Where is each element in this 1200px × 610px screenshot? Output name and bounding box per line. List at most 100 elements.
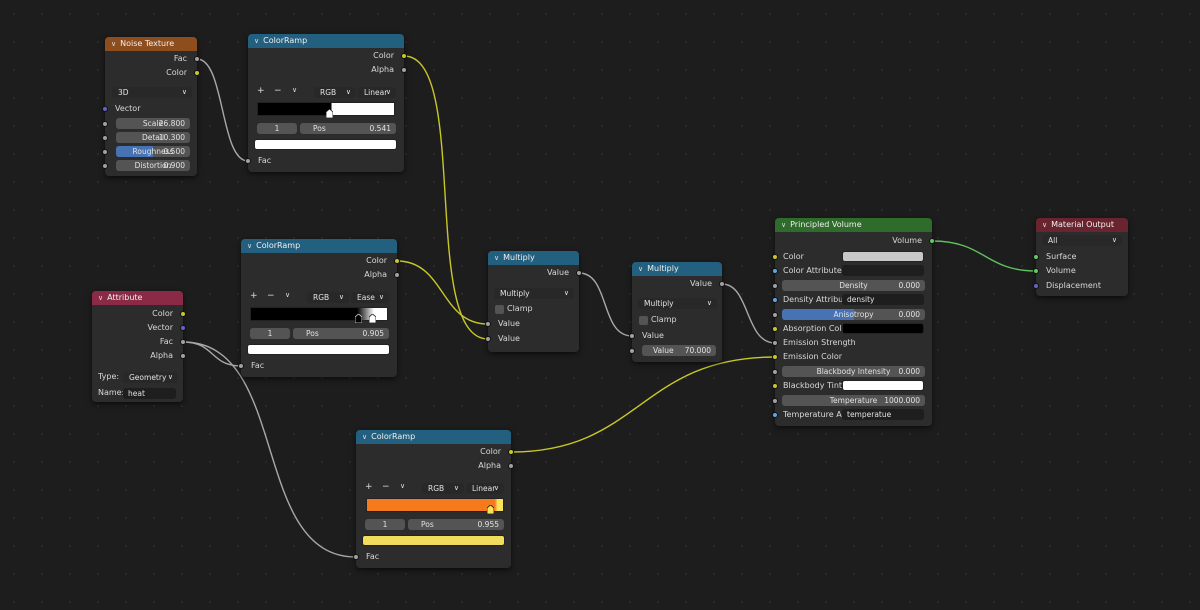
link-mult2-to-emission-strength[interactable] [721,283,776,344]
interpolation-dropdown[interactable]: Ease∨ [351,292,389,303]
output-alpha-socket[interactable] [180,353,186,359]
input-fac-socket[interactable] [238,363,244,369]
output-color-socket[interactable] [180,311,186,317]
input-anisotropy-socket[interactable] [772,312,778,318]
node-header[interactable]: ∨Material Output [1036,218,1128,232]
output-vector-socket[interactable] [180,325,186,331]
input-emission-color-socket[interactable] [772,354,778,360]
color-stop-handle-icon[interactable] [326,109,333,118]
noise-texture-node[interactable]: ∨Noise Texture Fac Color 3D∨ Vector Scal… [102,37,200,176]
color-mode-dropdown[interactable]: RGB∨ [307,292,349,303]
ramp-menu-chevron-icon[interactable]: ∨ [292,86,298,94]
link-volume-to-output[interactable] [931,240,1037,272]
principled-volume-node[interactable]: ∨Principled Volume Volume Color Color At… [772,218,935,426]
output-fac-socket[interactable] [180,339,186,345]
clamp-checkbox[interactable] [495,305,504,314]
color-ramp-bar[interactable] [366,498,504,512]
node-header[interactable]: ∨Multiply [488,251,579,265]
target-dropdown[interactable]: All∨ [1042,235,1122,246]
input-absorption-color-socket[interactable] [772,326,778,332]
collapse-chevron-icon[interactable]: ∨ [98,294,104,302]
input-value-2-socket[interactable] [485,336,491,342]
link-mult1-to-mult2[interactable] [578,272,633,337]
input-color-socket[interactable] [772,254,778,260]
node-header[interactable]: ∨ColorRamp [241,239,397,253]
collapse-chevron-icon[interactable]: ∨ [247,242,253,250]
input-surface-socket[interactable] [1033,254,1039,260]
input-detail-socket[interactable] [102,135,108,141]
interpolation-dropdown[interactable]: Linear∨ [358,87,396,98]
input-value-2-socket[interactable] [629,348,635,354]
temperature-attribute-input[interactable]: temperatue [842,409,924,420]
output-color-socket[interactable] [394,258,400,264]
node-header[interactable]: ∨ColorRamp [356,430,511,444]
link-ramp2-color-to-mult1[interactable] [396,260,489,325]
output-fac-socket[interactable] [194,56,200,62]
collapse-chevron-icon[interactable]: ∨ [111,40,117,48]
input-blackbody-tint-socket[interactable] [772,383,778,389]
input-density-attribute-socket[interactable] [772,297,778,303]
math-multiply-node-1[interactable]: ∨Multiply Value Multiply∨ Clamp Value Va… [485,251,582,352]
type-dropdown[interactable]: Geometry∨ [123,372,178,383]
stop-color-swatch[interactable] [254,139,397,150]
input-temperature-socket[interactable] [772,398,778,404]
input-value-1-socket[interactable] [629,333,635,339]
input-roughness-socket[interactable] [102,149,108,155]
output-value-socket[interactable] [576,270,582,276]
link-noise-fac-to-ramp1[interactable] [196,58,249,162]
output-alpha-socket[interactable] [401,67,407,73]
color-swatch[interactable] [842,251,924,262]
node-header[interactable]: ∨Attribute [92,291,183,305]
input-value-1-socket[interactable] [485,321,491,327]
input-scale-socket[interactable] [102,121,108,127]
remove-stop-button[interactable]: − [267,291,275,301]
remove-stop-button[interactable]: − [274,86,282,96]
colorramp-node-3[interactable]: ∨ColorRamp Color Alpha + − ∨ RGB∨ Linear… [353,430,514,568]
output-color-socket[interactable] [194,70,200,76]
color-mode-dropdown[interactable]: RGB∨ [314,87,356,98]
collapse-chevron-icon[interactable]: ∨ [781,221,787,229]
collapse-chevron-icon[interactable]: ∨ [1042,221,1048,229]
density-attribute-input[interactable]: density [842,294,924,305]
input-emission-strength-socket[interactable] [772,340,778,346]
stop-index-field[interactable]: 1 [365,519,405,530]
input-vector-socket[interactable] [102,106,108,112]
ramp-menu-chevron-icon[interactable]: ∨ [400,482,406,490]
material-output-node[interactable]: ∨Material Output All∨ Surface Volume Dis… [1033,218,1128,296]
clamp-checkbox[interactable] [639,316,648,325]
dimension-dropdown[interactable]: 3D∨ [112,87,192,98]
interpolation-dropdown[interactable]: Linear∨ [466,483,504,494]
link-ramp3-color-to-emission-color[interactable] [510,356,776,453]
input-temperature-attribute-socket[interactable] [772,412,778,418]
collapse-chevron-icon[interactable]: ∨ [254,37,260,45]
input-distortion-socket[interactable] [102,163,108,169]
stop-index-field[interactable]: 1 [250,328,290,339]
input-volume-socket[interactable] [1033,268,1039,274]
attribute-node[interactable]: ∨Attribute Color Vector Fac Alpha Type: … [92,291,186,402]
input-density-socket[interactable] [772,283,778,289]
input-color-attribute-socket[interactable] [772,268,778,274]
collapse-chevron-icon[interactable]: ∨ [362,433,368,441]
node-header[interactable]: ∨Noise Texture [105,37,197,51]
colorramp-node-1[interactable]: ∨ColorRamp Color Alpha + − ∨ RGB∨ Linear… [245,34,407,172]
output-color-socket[interactable] [508,449,514,455]
stop-color-swatch[interactable] [362,535,505,546]
remove-stop-button[interactable]: − [382,482,390,492]
math-multiply-node-2[interactable]: ∨Multiply Value Multiply∨ Clamp Value Va… [629,262,725,362]
output-alpha-socket[interactable] [394,272,400,278]
stop-index-field[interactable]: 1 [257,123,297,134]
operation-dropdown[interactable]: Multiply∨ [638,298,717,309]
blackbody-tint-swatch[interactable] [842,380,924,391]
collapse-chevron-icon[interactable]: ∨ [494,254,500,262]
output-alpha-socket[interactable] [508,463,514,469]
colorramp-node-2[interactable]: ∨ColorRamp Color Alpha + − ∨ RGB∨ Ease∨ … [238,239,400,377]
